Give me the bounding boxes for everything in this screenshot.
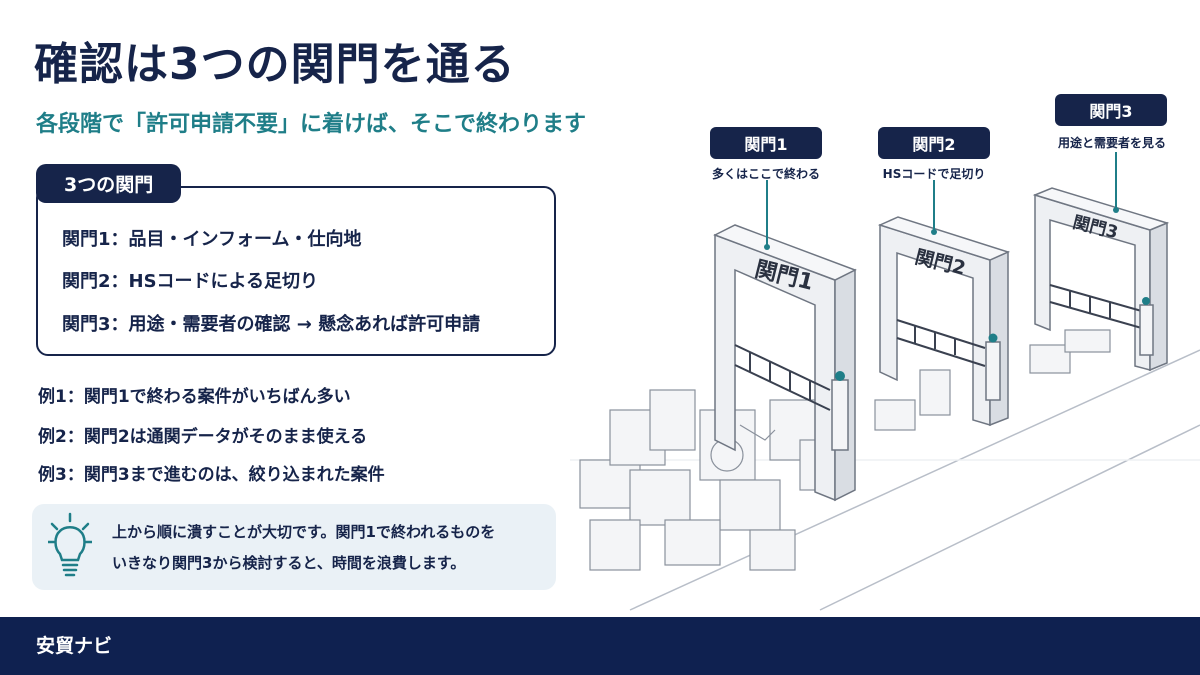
gate-row-2: 関門2：HSコードによる足切り — [62, 271, 319, 292]
gate-3-desc: 用途と需要者を見る — [1057, 136, 1166, 150]
example-3: 例3：関門3まで進むのは、絞り込まれた案件 — [38, 465, 385, 485]
gate-2-desc: HSコードで足切り — [882, 167, 986, 181]
example-2: 例2：関門2は通関データがそのまま使える — [38, 427, 368, 447]
gate-3-label: 関門3 — [1055, 94, 1167, 126]
footer-bar — [0, 617, 1200, 675]
gate-1-desc: 多くはここで終わる — [711, 167, 820, 181]
example-1: 例1：関門1で終わる案件がいちばん多い — [38, 387, 351, 407]
gate-1-label: 関門1 — [710, 127, 822, 159]
gates-box — [36, 186, 556, 356]
gates-illustration: 関門1 関門2 関門3 — [570, 80, 1200, 615]
tip-line-2: いきなり関門3から検討すると、時間を浪費します。 — [112, 554, 466, 572]
gate-2-label: 関門2 — [878, 127, 990, 159]
page-subtitle: 各段階で「許可申請不要」に着けば、そこで終わります — [36, 112, 587, 137]
page-title: 確認は3つの関門を通る — [34, 39, 516, 90]
gate-row-1: 関門1：品目・インフォーム・仕向地 — [62, 229, 362, 250]
footer-brand: 安貿ナビ — [36, 635, 113, 657]
gates-box-tag: 3つの関門 — [36, 164, 182, 203]
tip-box — [32, 504, 556, 590]
tip-line-1: 上から順に潰すことが大切です。関門1で終われるものを — [112, 523, 496, 541]
gate-row-3: 関門3：用途・需要者の確認 → 懸念あれば許可申請 — [62, 314, 481, 335]
lightbulb-icon — [46, 512, 94, 580]
